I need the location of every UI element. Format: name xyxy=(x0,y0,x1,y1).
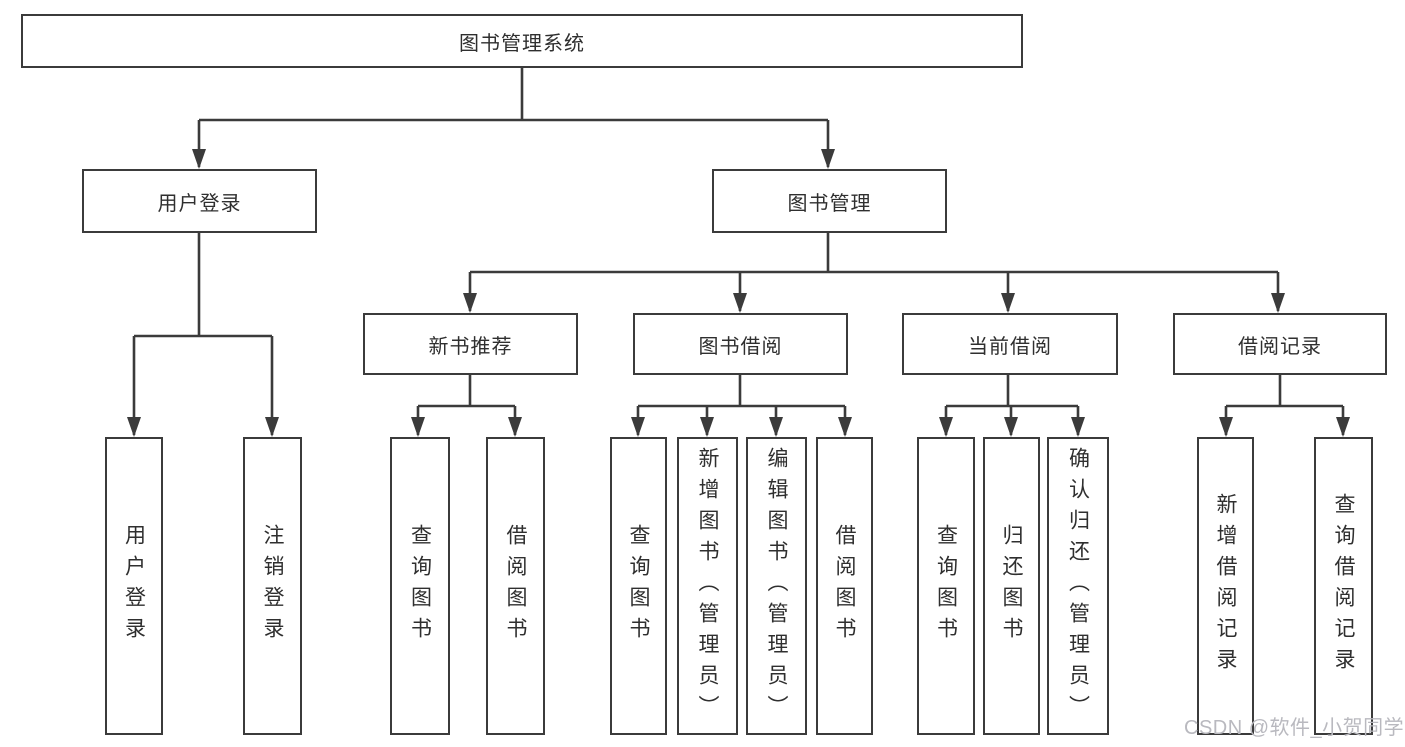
node-label: 图书管理系统 xyxy=(459,32,585,55)
node-book-borrow: 图书借阅 xyxy=(633,313,848,375)
node-library-system: 图书管理系统 xyxy=(21,14,1023,68)
node-label: 借阅记录 xyxy=(1238,335,1322,358)
node-label: 查询图书 xyxy=(408,524,432,648)
node-label: 归还图书 xyxy=(1000,524,1023,648)
node-label: 用户登录 xyxy=(157,192,242,215)
leaf-add-borrow-record: 新增借阅记录 xyxy=(1197,437,1254,735)
leaf-query-borrow-record: 查询借阅记录 xyxy=(1314,437,1373,735)
node-borrow-records: 借阅记录 xyxy=(1173,313,1387,375)
node-label: 查询图书 xyxy=(627,524,650,648)
leaf-query-books-borrow: 查询图书 xyxy=(610,437,667,735)
leaf-query-books-current: 查询图书 xyxy=(917,437,975,735)
leaf-confirm-return-admin: 确认归还（管理员） xyxy=(1047,437,1109,735)
leaf-borrow-books-recommend: 借阅图书 xyxy=(486,437,545,735)
node-label: 图书管理 xyxy=(787,192,872,215)
leaf-borrow-books: 借阅图书 xyxy=(816,437,873,735)
node-label: 新书推荐 xyxy=(428,335,513,358)
node-current-borrow: 当前借阅 xyxy=(902,313,1118,375)
node-label: 新增图书（管理员） xyxy=(696,446,719,726)
leaf-edit-book-admin: 编辑图书（管理员） xyxy=(746,437,807,735)
node-new-book-recommend: 新书推荐 xyxy=(363,313,578,375)
node-label: 借阅图书 xyxy=(504,524,527,648)
node-label: 新增借阅记录 xyxy=(1214,493,1237,679)
node-label: 确认归还（管理员） xyxy=(1066,446,1090,726)
leaf-logout: 注销登录 xyxy=(243,437,302,735)
node-label: 查询图书 xyxy=(934,524,958,648)
node-label: 查询借阅记录 xyxy=(1332,493,1355,679)
csdn-watermark: CSDN @软件_小贺同学 xyxy=(1184,717,1405,739)
node-label: 借阅图书 xyxy=(833,524,856,648)
node-book-management: 图书管理 xyxy=(712,169,947,233)
leaf-query-books-recommend: 查询图书 xyxy=(390,437,450,735)
node-label: 用户登录 xyxy=(122,524,146,648)
node-label: 图书借阅 xyxy=(698,335,783,358)
leaf-add-book-admin: 新增图书（管理员） xyxy=(677,437,738,735)
node-label: 编辑图书（管理员） xyxy=(765,446,788,726)
leaf-user-login: 用户登录 xyxy=(105,437,163,735)
node-user-login: 用户登录 xyxy=(82,169,317,233)
node-label: 注销登录 xyxy=(261,524,284,648)
leaf-return-books: 归还图书 xyxy=(983,437,1040,735)
node-label: 当前借阅 xyxy=(968,335,1052,358)
